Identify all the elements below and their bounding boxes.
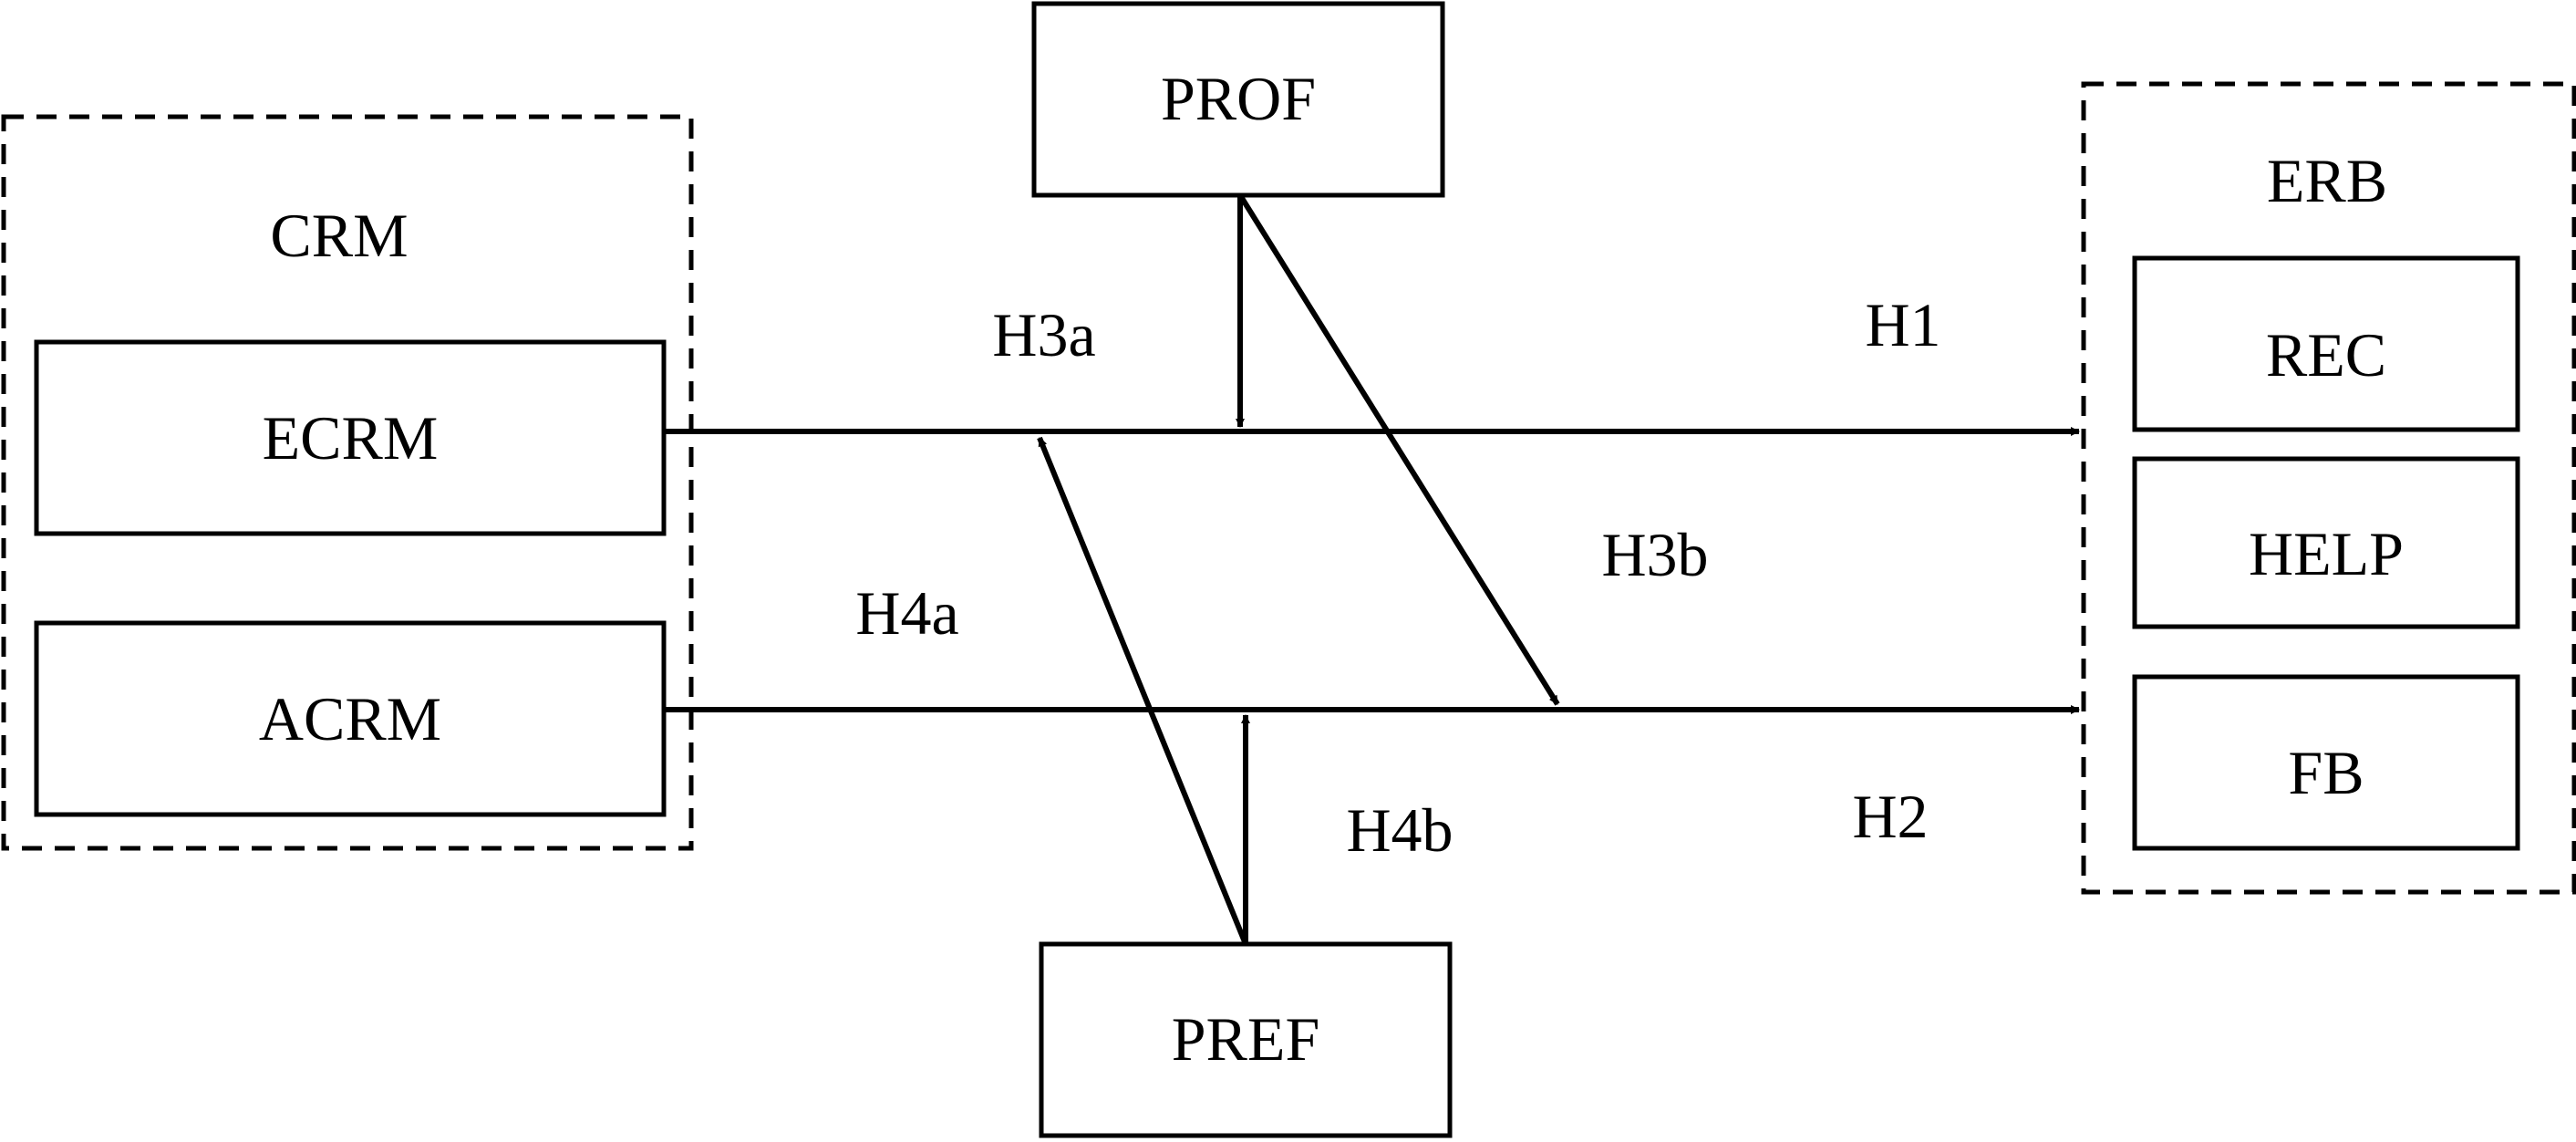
- pref-box: [1039, 941, 1453, 1138]
- acrm-node: ACRM: [34, 620, 667, 817]
- prof-node: PROF: [1031, 1, 1445, 198]
- help-node: HELP: [2132, 456, 2520, 629]
- erb-group: ERB REC HELP FB: [2081, 81, 2576, 895]
- h4a-label: H4a: [855, 578, 958, 648]
- rec-label: REC: [2266, 320, 2386, 389]
- fb-box: [2132, 674, 2520, 851]
- h3b-label: H3b: [1601, 520, 1708, 589]
- edges: [664, 193, 2080, 946]
- fb-label: FB: [2288, 738, 2364, 807]
- rec-box: [2132, 255, 2520, 432]
- erb-group-title: ERB: [2267, 146, 2387, 215]
- acrm-label: ACRM: [259, 684, 441, 753]
- h3a-label: H3a: [992, 300, 1095, 369]
- h4a-arrow: [1037, 436, 1248, 946]
- help-box: [2132, 456, 2520, 629]
- h3b-arrow: [1237, 193, 1560, 706]
- pref-node: PREF: [1039, 941, 1453, 1138]
- rec-node: REC: [2132, 255, 2520, 432]
- erb-group-border: [2081, 81, 2576, 895]
- acrm-box: [34, 620, 667, 817]
- h2-label: H2: [1852, 782, 1928, 851]
- pref-label: PREF: [1172, 1004, 1320, 1074]
- ecrm-label: ECRM: [263, 403, 439, 472]
- h4b-label: H4b: [1346, 795, 1453, 865]
- crm-group-title: CRM: [270, 201, 408, 270]
- prof-box: [1031, 1, 1445, 198]
- help-label: HELP: [2249, 519, 2404, 588]
- ecrm-node: ECRM: [34, 339, 667, 536]
- hypothesis-labels: H1 H2 H3a H3b H4a H4b: [855, 290, 1940, 865]
- ecrm-box: [34, 339, 667, 536]
- h1-label: H1: [1865, 290, 1940, 359]
- crm-group: CRM ECRM ACRM: [1, 114, 694, 851]
- fb-node: FB: [2132, 674, 2520, 851]
- prof-label: PROF: [1161, 64, 1316, 133]
- crm-group-border: [1, 114, 694, 851]
